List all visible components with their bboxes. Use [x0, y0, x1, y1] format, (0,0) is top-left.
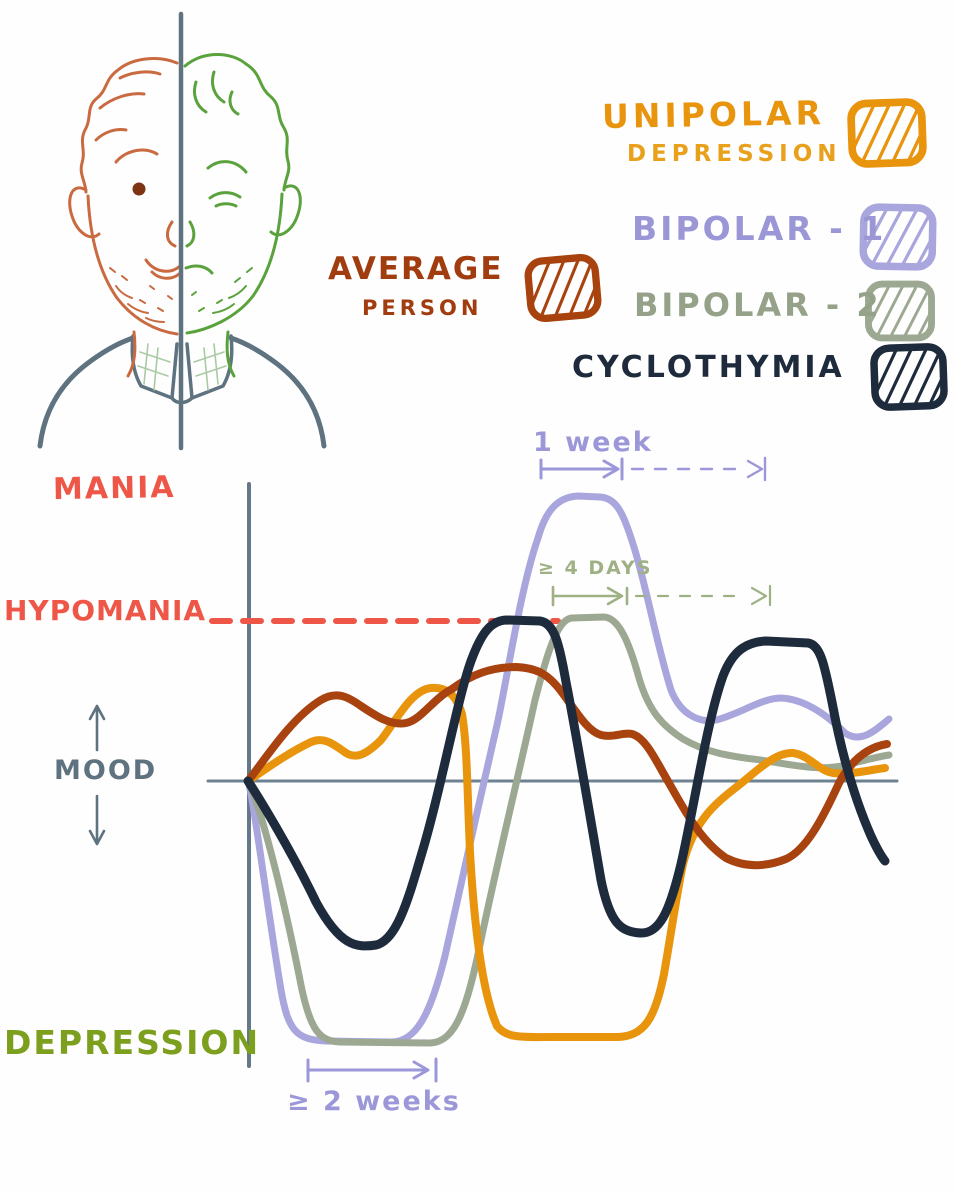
legend-unipolar-label: UNIPOLAR: [601, 93, 826, 136]
bipolar1-curve: [244, 492, 893, 1046]
right-beard-stubble: [191, 267, 253, 314]
average-person-curve: [244, 662, 891, 870]
mood-curves: [243, 492, 893, 1047]
legend-average-sublabel: PERSON: [362, 296, 483, 320]
cyclothymia-swatch: [870, 343, 948, 411]
collar-checks: [137, 343, 227, 391]
split-face-illustration: [37, 11, 327, 451]
cyclothymia-swatch-hatch: [877, 349, 941, 405]
legend-cyclothymia-label: CYCLOTHYMIA: [572, 350, 845, 385]
annotation-four-days: ≥ 4 DAYS: [538, 557, 653, 579]
bipolar2-swatch-hatch: [871, 287, 929, 335]
legend-unipolar-sublabel: DEPRESSION: [627, 141, 842, 167]
bipolar1-swatch-hatch: [866, 210, 930, 264]
two-weeks-arrow: [306, 1057, 438, 1083]
cyclothymia-curve: [243, 615, 890, 951]
unipolar-swatch: [847, 98, 927, 168]
average-person-swatch: [524, 253, 602, 323]
mood-axis-arrows: [88, 704, 106, 846]
left-beard-stubble: [109, 267, 173, 323]
unipolar-swatch-hatch: [854, 105, 920, 161]
face-right-half: [183, 53, 302, 378]
legend-bipolar1-label: BIPOLAR - 1: [632, 209, 887, 248]
annotation-one-week: 1 week: [533, 427, 653, 458]
y-label-mania: MANIA: [52, 469, 176, 508]
unipolar-curve: [244, 683, 889, 1042]
face-left-half: [68, 57, 182, 378]
bipolar2-swatch: [865, 280, 935, 342]
y-label-depression: DEPRESSION: [4, 1023, 261, 1062]
legend-average-label: AVERAGE: [328, 251, 504, 287]
mood-down-arrow: [88, 794, 106, 846]
y-label-mood: MOOD: [54, 755, 158, 786]
legend-bipolar2-label: BIPOLAR - 2: [634, 286, 882, 324]
average-swatch-hatch: [530, 260, 596, 316]
four-days-arrow: [551, 584, 772, 607]
y-label-hypomania: HYPOMANIA: [4, 594, 207, 627]
annotation-two-weeks: ≥ 2 weeks: [287, 1086, 461, 1117]
one-week-arrow: [539, 456, 767, 482]
right-eye-squint: [208, 191, 242, 200]
left-eye: [132, 182, 146, 196]
mood-up-arrow: [88, 704, 106, 752]
bipolar1-swatch: [859, 203, 937, 271]
